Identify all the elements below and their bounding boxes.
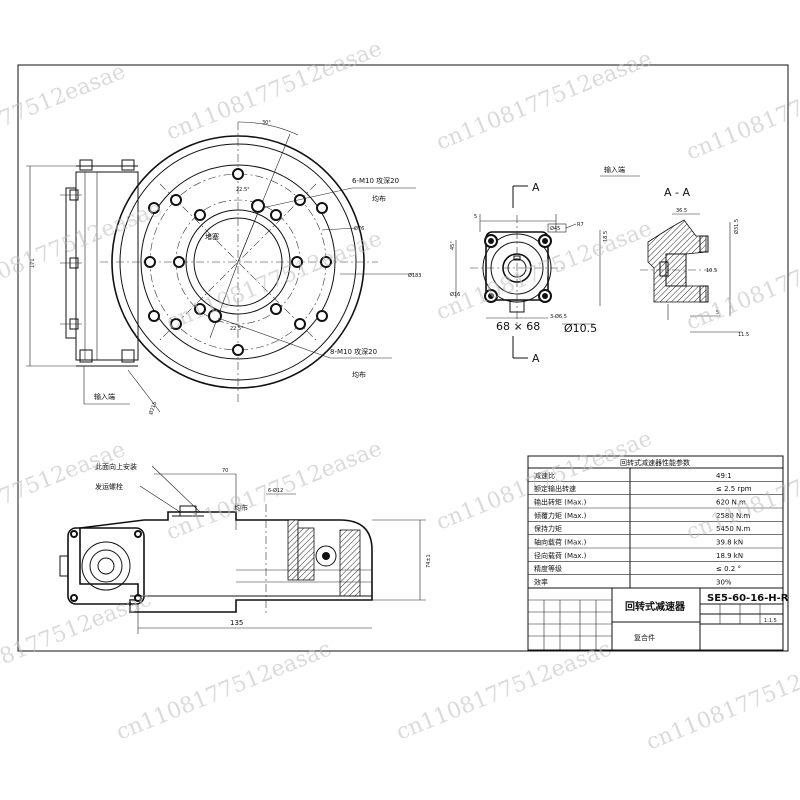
label-shipping-bolt: 发运螺栓 [95, 482, 123, 491]
spec-row-label: 倾覆力矩 (Max.) [534, 511, 587, 520]
section-a-a-view: 输入端 A - A 36.5 Ø31.5 10.5 5 11.5 [600, 165, 749, 338]
section-title: A - A [664, 186, 690, 199]
dim-pcd: 3-Ø6.5 [550, 313, 567, 320]
title-block: 回转式减速器 SE5-60-16-H-R 复合件 1:1.5 [527, 587, 789, 651]
angle-30: 30° [262, 120, 271, 126]
spec-row-value: ≤ 0.2 ° [716, 565, 741, 573]
svg-text:cn1108177512easae: cn1108177512easae [163, 436, 386, 545]
svg-text:cn1108177512easae: cn1108177512easae [433, 46, 656, 155]
spec-row-label: 径向载荷 (Max.) [534, 551, 587, 560]
dim-d215: Ø215 [147, 401, 158, 416]
svg-text:177512easae: 177512easae [0, 59, 129, 137]
spec-row-value: 2580 N.m [716, 512, 751, 520]
label-even-side: 均布 [234, 503, 248, 512]
angle-22-5-top: 22.5° [236, 187, 250, 193]
dim-d183: Ø183 [408, 272, 421, 279]
dim-d45: Ø45 [550, 225, 560, 232]
spec-table: 回转式减速器性能参数 减速比 49:1 额定输出转速 ≤ 2.5 rpm 输出转矩 (M… [527, 455, 784, 589]
bolt-label-6m10: 6-M10 攻深20 [352, 176, 399, 185]
dim-square: 68 × 68 [496, 320, 540, 333]
spec-row-label: 效率 [534, 578, 548, 587]
angle-22-5-bottom: 22.5° [230, 326, 244, 332]
bolt-label-8m10-sub: 均布 [352, 370, 366, 379]
spec-row-label: 保持力矩 [534, 524, 562, 533]
housing-bolts [60, 189, 82, 330]
spec-row-label: 输出转矩 (Max.) [534, 498, 587, 507]
svg-text:cn1108177512easae: cn1108177512easae [683, 56, 800, 165]
section-mark-top: A [532, 181, 540, 194]
title-block-model: SE5-60-16-H-R [707, 593, 789, 604]
spec-row-label: 精度等级 [534, 564, 562, 573]
label-install-top: 此面向上安装 [95, 462, 137, 471]
title-block-name: 回转式减速器 [625, 600, 686, 613]
input-flange-view: A A 5 Ø45 R7 18.5 45° [450, 181, 609, 365]
dim-70: 70 [222, 468, 228, 474]
dim-74: 74±1 [426, 554, 432, 568]
spec-rows: 减速比 49:1 额定输出转速 ≤ 2.5 rpm 输出转矩 (Max.) 620 N.m… [528, 471, 783, 587]
dim-shaft: Ø16 [450, 291, 460, 298]
watermarks: 177512easae cn1108177512easae cn11081775… [0, 36, 800, 755]
spec-row-value: 39.8 kN [716, 539, 743, 547]
svg-text:177512easae: 177512easae [0, 437, 129, 515]
front-view: 171 [26, 120, 421, 416]
spec-table-title: 回转式减速器性能参数 [620, 458, 690, 467]
dim-11-5: 11.5 [738, 332, 749, 338]
title-block-scale: 1:1.5 [764, 618, 777, 624]
input-end-label-section: 输入端 [604, 165, 625, 174]
dim-135: 135 [230, 619, 243, 627]
spec-row-label: 额定输出转速 [534, 484, 576, 493]
dim-d31-5: Ø31.5 [733, 219, 740, 234]
spec-row-value: 5450 N.m [716, 525, 751, 533]
outer-bolt-holes [144, 168, 332, 356]
spec-row-label: 轴向载荷 (Max.) [534, 538, 587, 547]
dim-r7: R7 [577, 222, 584, 228]
dim-171: 171 [30, 258, 36, 268]
dim-hole: Ø10.5 [564, 322, 597, 335]
spec-row-value: 30% [716, 579, 732, 587]
svg-text:cn1108177512easae: cn1108177512easae [643, 646, 800, 755]
spec-row-label: 减速比 [534, 471, 555, 480]
input-end-label-front: 输入端 [94, 392, 115, 401]
dim-45deg: 45° [450, 241, 456, 250]
bolt-label-8m10: 8-M10 攻深20 [330, 347, 377, 356]
title-block-sub: 复合件 [634, 633, 655, 642]
side-view: 此面向上安装 发运螺栓 70 均布 6-Ø12 [59, 462, 432, 634]
inner-bolt-holes [173, 209, 303, 315]
spec-row-value: 18.9 kN [716, 552, 743, 560]
svg-text:cn1108177512easae: cn1108177512easae [163, 36, 386, 145]
spec-row-value: ≤ 2.5 rpm [716, 485, 752, 493]
dim-d76: Ø76 [354, 225, 364, 232]
svg-text:cn1108177512easac: cn1108177512easac [393, 636, 615, 745]
svg-text:cn1108177512easae: cn1108177512easae [163, 226, 386, 335]
bolt-label-6m10-sub: 均布 [372, 194, 386, 203]
spec-row-value: 49:1 [716, 472, 732, 480]
dim-5-section: 5 [716, 310, 719, 316]
dim-10-5: 10.5 [706, 268, 717, 274]
plug-label: 堵塞 [205, 232, 219, 241]
section-mark-bottom: A [532, 352, 540, 365]
dim-18-5: 18.5 [603, 231, 609, 242]
dim-5: 5 [474, 214, 477, 220]
svg-text:cn1108177512easac: cn1108177512easac [113, 636, 335, 745]
spec-row-value: 620 N.m [716, 499, 746, 507]
dim-6m12: 6-Ø12 [268, 487, 283, 494]
dim-36-5: 36.5 [676, 208, 687, 214]
svg-text:cn1108177512easae: cn1108177512easae [0, 196, 166, 305]
drawing-frame [17, 64, 789, 652]
svg-text:cn1108177512easac: cn1108177512easac [0, 586, 155, 695]
